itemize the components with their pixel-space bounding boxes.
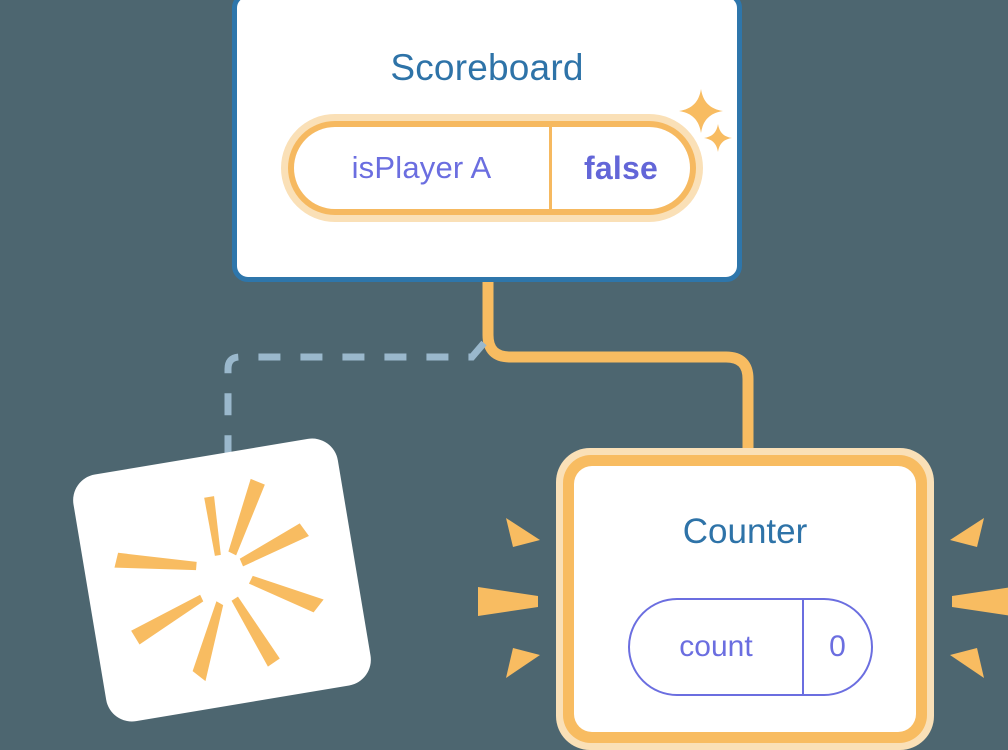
burst-rays-icon [114, 478, 324, 682]
sparkle-icon-small [704, 124, 732, 152]
counter-state-value: 0 [829, 630, 846, 663]
scoreboard-state-pill-face: isPlayer A false [294, 127, 690, 209]
connector-scoreboard-to-counter [482, 270, 754, 476]
scoreboard-state-pill[interactable]: isPlayer A false [281, 114, 703, 222]
scoreboard-title: Scoreboard [390, 47, 584, 88]
counter-card-highlight-ring: Counter count 0 [563, 455, 927, 743]
sparkle-icon [679, 89, 723, 133]
counter-card-face: Counter count 0 [574, 466, 916, 732]
scoreboard-state-value: false [584, 149, 658, 186]
counter-state-key: count [679, 630, 753, 663]
counter-title: Counter [682, 512, 808, 551]
scoreboard-state-pill-ring: isPlayer A false [288, 121, 696, 215]
counter-pill-divider [802, 600, 804, 694]
burst-rays-icon [478, 518, 1008, 678]
scoreboard-card[interactable]: Scoreboard isPlayer A false [232, 0, 742, 282]
scoreboard-state-key: isPlayer A [351, 150, 492, 185]
counter-card[interactable]: Counter count 0 [556, 448, 934, 750]
counter-state-pill[interactable]: count 0 [628, 598, 873, 696]
scoreboard-pill-divider [549, 127, 552, 209]
blank-component-card[interactable] [69, 434, 375, 726]
connector-scoreboard-to-blank-card [224, 340, 487, 467]
